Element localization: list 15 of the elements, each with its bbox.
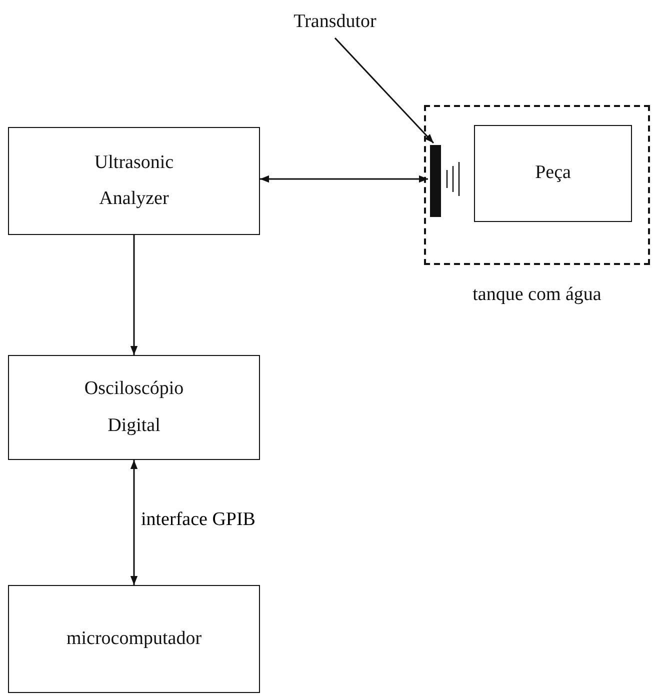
- transducer-bar: [430, 145, 441, 217]
- arrow: [260, 175, 428, 183]
- transducer-label: Transdutor: [270, 6, 400, 38]
- arrow: [130, 235, 138, 355]
- tank-caption: tanque com água: [472, 283, 602, 307]
- arrow: [130, 460, 138, 585]
- process-box: [8, 127, 260, 235]
- process-box: [8, 355, 260, 460]
- process-box: [474, 125, 632, 222]
- box-label: Osciloscópio Digital: [83, 377, 185, 438]
- arrow: [334, 37, 434, 144]
- box-label: Peça: [534, 161, 572, 186]
- box-label: microcomputador: [65, 626, 203, 651]
- box-label: Ultrasonic Analyzer: [93, 150, 175, 211]
- process-box: [8, 585, 260, 693]
